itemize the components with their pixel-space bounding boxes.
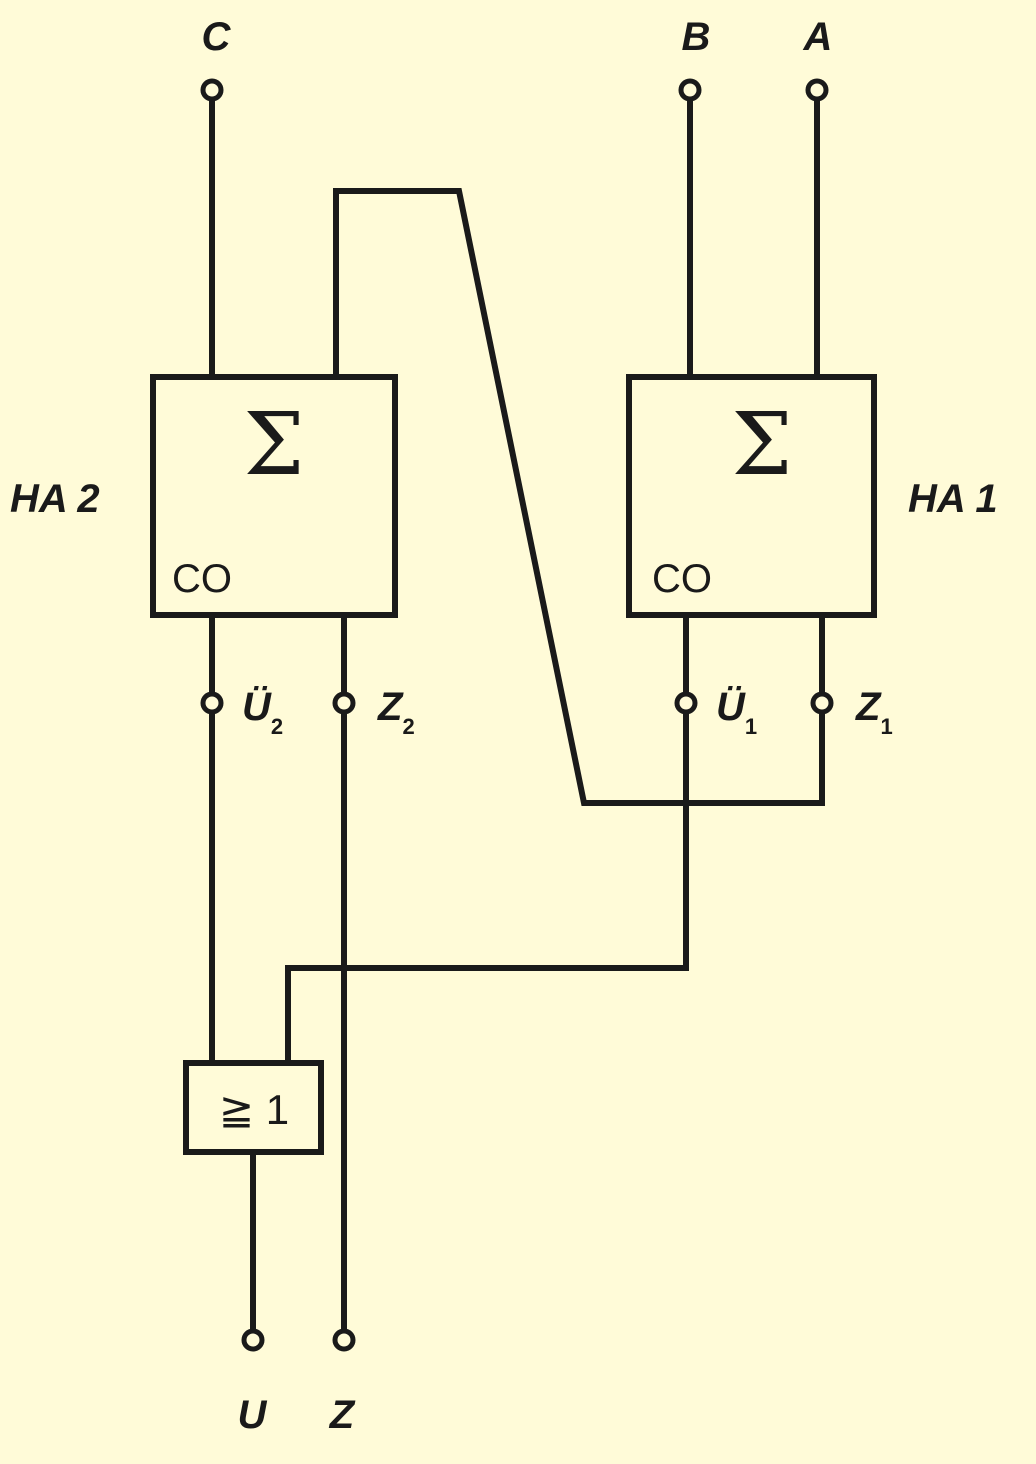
- u2-label: Ü2: [242, 684, 283, 739]
- half-adder-1-block: [626, 374, 877, 618]
- u2-label-index: 2: [271, 714, 283, 739]
- wire-u1-to-or: [285, 712, 689, 1063]
- z2-label: Z2: [377, 685, 415, 739]
- wire-z1-to-ha2: [333, 188, 825, 806]
- z2-label-letter: Z: [377, 685, 404, 729]
- half-adder-1-carry-label: CO: [652, 557, 712, 601]
- u1-label-letter: Ü: [716, 684, 746, 729]
- u1-terminal: [674, 691, 698, 715]
- half-adder-2-block: [150, 374, 398, 618]
- half-adder-1-name: HA 1: [908, 477, 998, 521]
- z1-label-index: 1: [880, 714, 892, 739]
- z1-label: Z1: [855, 685, 893, 739]
- or-gate-block: [183, 1060, 324, 1155]
- z1-terminal: [810, 691, 834, 715]
- u1-label: Ü1: [716, 684, 757, 739]
- half-adder-1-sum-symbol: Σ: [732, 395, 793, 495]
- half-adder-2-sum-symbol: Σ: [244, 395, 305, 495]
- output-u-label: U: [238, 1393, 268, 1437]
- or-gate-label: ≧ 1: [219, 1086, 289, 1133]
- u2-terminal: [200, 691, 224, 715]
- output-u-terminal: [241, 1328, 265, 1352]
- output-z-label: Z: [329, 1393, 356, 1437]
- output-z-terminal: [332, 1328, 356, 1352]
- z1-label-letter: Z: [855, 685, 882, 729]
- input-a-label: A: [803, 15, 833, 59]
- input-b-terminal: [678, 78, 702, 102]
- input-c-label: C: [202, 15, 232, 59]
- half-adder-2-carry-label: CO: [172, 557, 232, 601]
- z2-terminal: [332, 691, 356, 715]
- u2-label-letter: Ü: [242, 684, 272, 729]
- z2-label-index: 2: [402, 714, 414, 739]
- input-b-label: B: [682, 15, 711, 59]
- u1-label-index: 1: [745, 714, 757, 739]
- input-a-terminal: [805, 78, 829, 102]
- half-adder-2-name: HA 2: [10, 477, 100, 521]
- input-c-terminal: [200, 78, 224, 102]
